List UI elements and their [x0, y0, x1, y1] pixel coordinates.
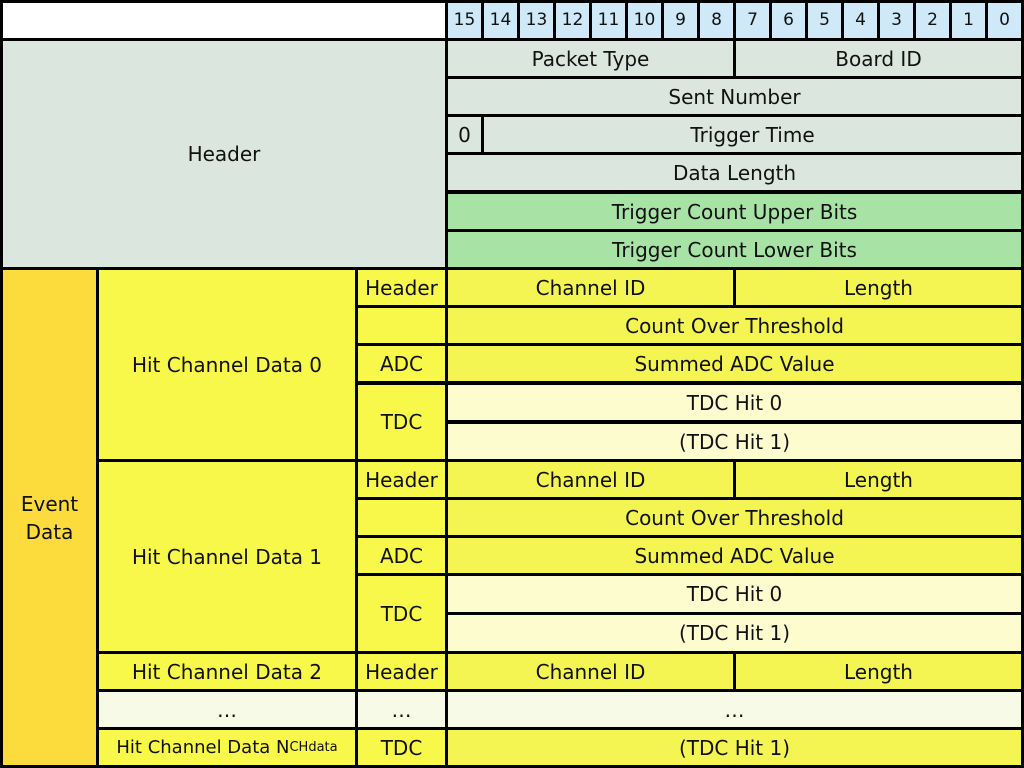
bit-index-1: 1: [952, 3, 985, 38]
sent-number-field: Sent Number: [448, 79, 1021, 114]
trigger-count-lower-field: Trigger Count Lower Bits: [448, 232, 1021, 267]
hit-channel-0-tdc-label: TDC: [358, 385, 445, 459]
hit-channel-1-channel-id: Channel ID: [448, 462, 733, 497]
packet-type-field: Packet Type: [448, 41, 733, 76]
bit-index-3: 3: [880, 3, 913, 38]
corner-blank-cell: [3, 3, 445, 38]
hit-channel-0-blank-label: [358, 308, 445, 343]
hit-channel-0-tdc-hit1: (TDC Hit 1): [448, 424, 1021, 459]
hit-channel-0-summed-adc: Summed ADC Value: [448, 346, 1021, 381]
hit-channel-0-adc-label: ADC: [358, 346, 445, 381]
hit-channel-2-length: Length: [736, 654, 1021, 689]
hit-channel-0-header-label: Header: [358, 270, 445, 305]
bit-index-12: 12: [556, 3, 589, 38]
hit-channel-1-tdc-hit0: TDC Hit 0: [448, 576, 1021, 612]
hit-channel-last-tdc-label: TDC: [358, 730, 445, 765]
trigger-time-zero-bit: 0: [448, 117, 481, 152]
hit-channel-1-blank-label: [358, 500, 445, 535]
bit-index-10: 10: [628, 3, 661, 38]
hit-channel-0-tdc-hit0: TDC Hit 0: [448, 385, 1021, 420]
hit-channel-0-length: Length: [736, 270, 1021, 305]
hit-channel-2-header-label: Header: [358, 654, 445, 689]
hit-channel-2-label: Hit Channel Data 2: [99, 654, 355, 689]
hit-channel-1-tdc-label: TDC: [358, 576, 445, 651]
ellipsis-label-cell: …: [358, 692, 445, 727]
hit-channel-2-channel-id: Channel ID: [448, 654, 733, 689]
hit-channel-1-adc-label: ADC: [358, 538, 445, 573]
hit-channel-1-tdc-hit1: (TDC Hit 1): [448, 615, 1021, 651]
ellipsis-channel-cell: …: [99, 692, 355, 727]
hit-channel-1-label: Hit Channel Data 1: [99, 462, 355, 651]
hit-channel-last-subscript: CHdata: [289, 739, 338, 755]
trigger-count-upper-field: Trigger Count Upper Bits: [448, 194, 1021, 229]
hit-channel-last-tdc-hit1: (TDC Hit 1): [448, 730, 1021, 765]
bit-index-11: 11: [592, 3, 625, 38]
board-id-field: Board ID: [736, 41, 1021, 76]
bit-index-15: 15: [448, 3, 481, 38]
hit-channel-1-count-over-threshold: Count Over Threshold: [448, 500, 1021, 535]
bit-index-8: 8: [700, 3, 733, 38]
data-length-field: Data Length: [448, 155, 1021, 190]
hit-channel-1-header-label: Header: [358, 462, 445, 497]
bit-index-7: 7: [736, 3, 769, 38]
bit-index-4: 4: [844, 3, 877, 38]
hit-channel-0-count-over-threshold: Count Over Threshold: [448, 308, 1021, 343]
hit-channel-last-name: Hit Channel Data N: [116, 737, 290, 758]
header-section-label: Header: [3, 41, 445, 267]
hit-channel-1-length: Length: [736, 462, 1021, 497]
hit-channel-0-label: Hit Channel Data 0: [99, 270, 355, 459]
bit-index-9: 9: [664, 3, 697, 38]
ellipsis-field-cell: …: [448, 692, 1021, 727]
hit-channel-0-channel-id: Channel ID: [448, 270, 733, 305]
trigger-time-field: Trigger Time: [484, 117, 1021, 152]
bit-index-2: 2: [916, 3, 949, 38]
bit-index-5: 5: [808, 3, 841, 38]
bit-index-13: 13: [520, 3, 553, 38]
event-data-label: Event Data: [3, 270, 96, 765]
bit-index-6: 6: [772, 3, 805, 38]
bit-index-0: 0: [988, 3, 1021, 38]
hit-channel-1-summed-adc: Summed ADC Value: [448, 538, 1021, 573]
bit-index-14: 14: [484, 3, 517, 38]
